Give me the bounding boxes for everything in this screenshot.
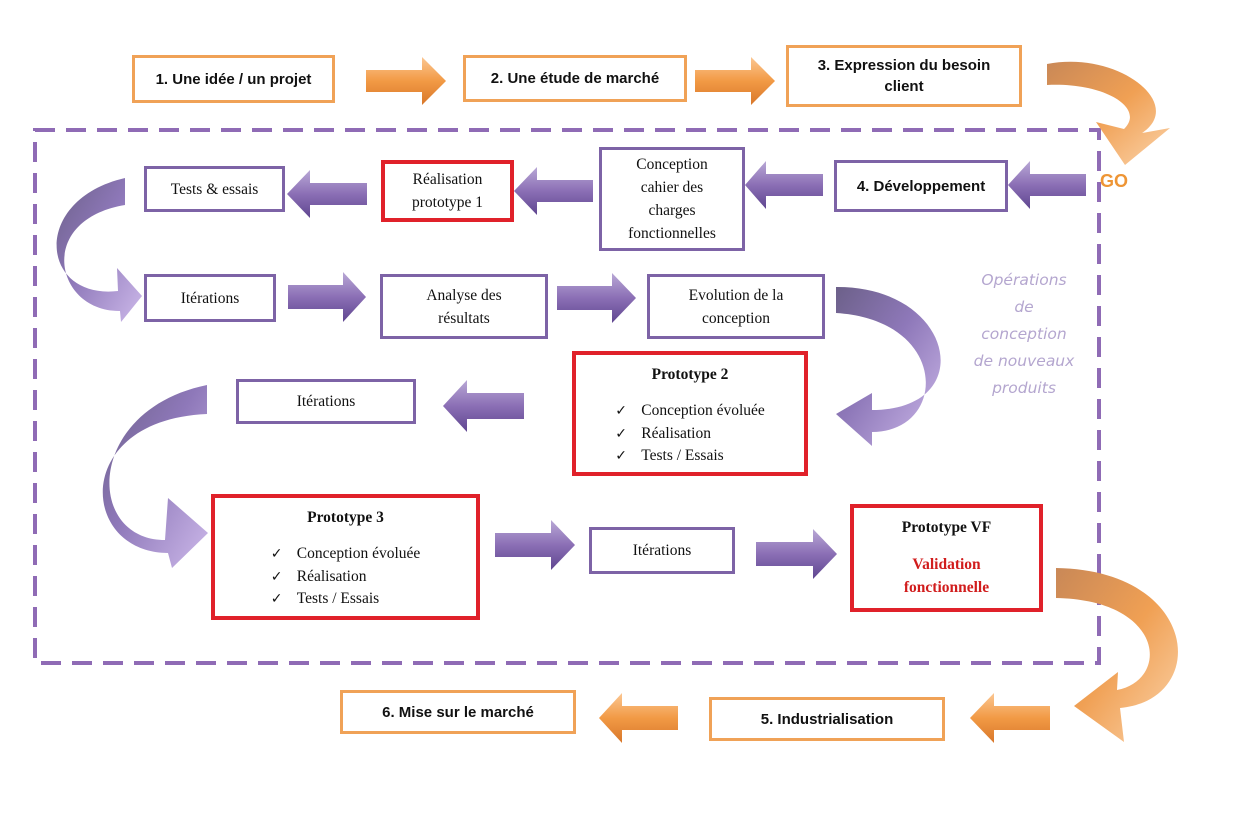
iterations-box-2: Itérations [236, 379, 416, 424]
step-market-launch-label: 6. Mise sur le marché [382, 703, 534, 721]
spec-line: fonctionnelles [628, 225, 716, 242]
operations-line: Opérations [981, 271, 1067, 289]
curved-arrow-icon [102, 385, 208, 568]
iterations-box-3: Itérations [589, 527, 735, 574]
arrow-icon [756, 529, 837, 579]
spec-line: Conception [636, 156, 708, 173]
go-label: GO [1100, 171, 1129, 191]
dashed-region-border [33, 128, 1101, 665]
checklist-item: Tests / Essais [296, 590, 380, 607]
curved-arrow-icon [836, 286, 941, 446]
prototype-1-line: Réalisation [412, 171, 483, 188]
validation-line: Validation [912, 556, 981, 573]
tests-label: Tests & essais [170, 180, 259, 198]
spec-line: charges [648, 202, 696, 219]
evolution-line: Evolution de la [688, 286, 784, 304]
step-market-study-label: 2. Une étude de marché [490, 70, 660, 87]
arrow-icon [695, 57, 775, 105]
step-idea: 1. Une idée / un projet [132, 55, 335, 103]
iterations-label: Itérations [632, 542, 692, 559]
arrow-icon [495, 520, 575, 570]
step-development: 4. Développement [834, 160, 1008, 212]
analysis-line: Analyse des [426, 286, 502, 304]
step-client-need-line2: client [884, 78, 924, 95]
arrow-icon [557, 273, 636, 323]
prototype-2-box: Prototype 2 Conception évoluée Réalisati… [572, 351, 808, 476]
prototype-vf-box: Prototype VF Validation fonctionnelle [850, 504, 1043, 612]
step-client-need-line1: 3. Expression du besoin [817, 57, 991, 74]
arrow-icon [287, 170, 367, 218]
prototype-1-line: prototype 1 [411, 194, 484, 211]
evolution-line: conception [701, 309, 770, 327]
curved-arrow-icon [1047, 61, 1170, 166]
step-industrialisation-label: 5. Industrialisation [760, 710, 894, 728]
arrow-icon [443, 380, 524, 432]
analysis-box: Analyse des résultats [380, 274, 548, 339]
prototype-3-checklist: Conception évoluée Réalisation Tests / E… [271, 543, 421, 611]
check-icon: Tests / Essais [271, 588, 421, 611]
arrow-icon [1008, 161, 1086, 209]
spec-line: cahier des [640, 179, 704, 196]
check-icon: Conception évoluée [271, 543, 421, 566]
prototype-2-checklist: Conception évoluée Réalisation Tests / E… [615, 400, 765, 468]
iterations-box-1: Itérations [144, 274, 276, 322]
step-client-need: 3. Expression du besoin client [786, 45, 1022, 107]
check-icon: Conception évoluée [615, 400, 765, 423]
arrow-icon [745, 161, 823, 209]
operations-line: de [1014, 298, 1034, 316]
arrow-icon [514, 167, 593, 215]
step-market-launch: 6. Mise sur le marché [340, 690, 576, 734]
curved-arrow-icon [56, 178, 142, 322]
validation-line: fonctionnelle [903, 579, 990, 596]
analysis-line: résultats [438, 309, 490, 327]
prototype-vf-title: Prototype VF [901, 519, 992, 536]
check-icon: Tests / Essais [615, 445, 765, 468]
operations-label: Opérations de conception de nouveaux pro… [962, 267, 1086, 402]
prototype-2-title: Prototype 2 [651, 366, 729, 383]
prototype-3-title: Prototype 3 [307, 509, 384, 526]
prototype-1-box: Réalisation prototype 1 [381, 160, 514, 222]
arrow-icon [970, 693, 1050, 743]
arrow-icon [599, 693, 678, 743]
step-idea-label: 1. Une idée / un projet [155, 70, 312, 88]
operations-line: de nouveaux [973, 352, 1075, 370]
spec-box: Conception cahier des charges fonctionne… [599, 147, 745, 251]
checklist-item: Tests / Essais [641, 447, 724, 464]
step-development-label: 4. Développement [856, 177, 986, 195]
curved-arrow-icon [1056, 568, 1178, 742]
step-market-study: 2. Une étude de marché [463, 55, 687, 102]
check-icon: Réalisation [271, 566, 421, 589]
checklist-item: Conception évoluée [296, 545, 421, 562]
tests-box: Tests & essais [144, 166, 285, 212]
operations-line: produits [992, 379, 1056, 397]
iterations-label: Itérations [180, 289, 240, 307]
step-industrialisation: 5. Industrialisation [709, 697, 945, 741]
checklist-item: Réalisation [641, 424, 711, 442]
arrow-icon [288, 272, 366, 322]
check-icon: Réalisation [615, 423, 765, 446]
operations-line: conception [981, 325, 1067, 343]
checklist-item: Conception évoluée [641, 402, 765, 419]
checklist-item: Réalisation [296, 567, 367, 585]
arrow-icon [366, 57, 446, 105]
prototype-3-box: Prototype 3 Conception évoluée Réalisati… [211, 494, 480, 620]
validation-text: Validation fonctionnelle [904, 553, 989, 599]
iterations-label: Itérations [296, 393, 356, 410]
evolution-box: Evolution de la conception [647, 274, 825, 339]
